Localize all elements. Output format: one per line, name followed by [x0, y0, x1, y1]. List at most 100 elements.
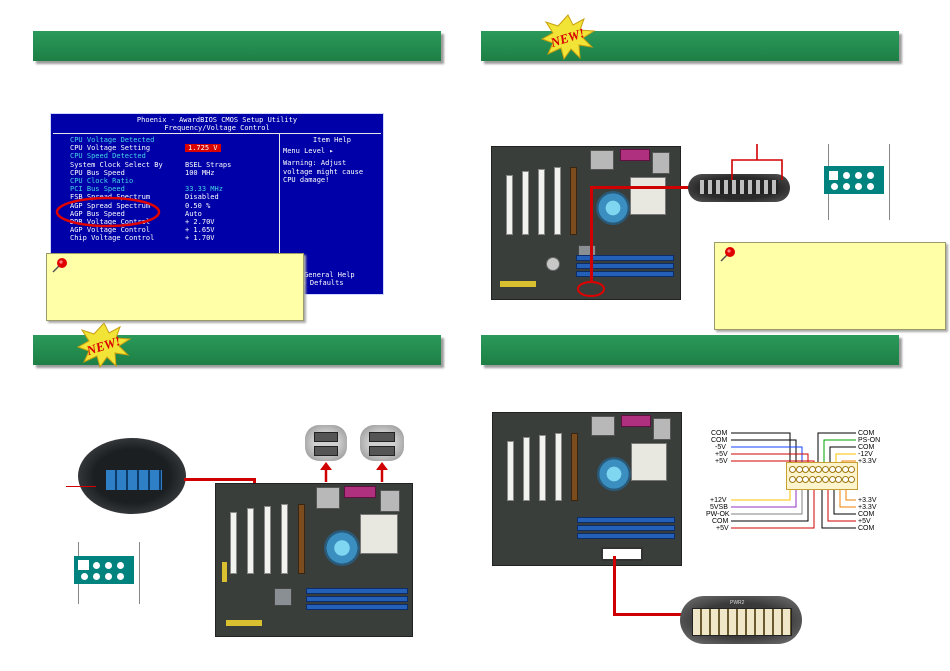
atx-pin	[841, 466, 849, 473]
atx-label: 5VSB	[710, 504, 728, 511]
pin-square	[829, 171, 838, 180]
atx-label: +5V	[858, 518, 871, 525]
bios-row-label: CPU Clock Ratio	[70, 177, 134, 186]
atx-label: +3.3V	[858, 458, 877, 465]
atx-pin	[835, 476, 843, 483]
bios-row-label: CPU Voltage Setting	[70, 144, 151, 153]
bios-row-label: CPU Voltage Detected	[70, 136, 155, 144]
atx-pin	[828, 466, 836, 473]
atx-pin	[822, 476, 829, 483]
bios-row-label: System Clock Select By	[70, 160, 163, 169]
atx-connector-label: PWR2	[730, 600, 745, 606]
bios-row-label: CPU Bus Speed	[70, 168, 125, 177]
bios-row[interactable]: PCI Bus Speed 33.33 MHz	[70, 185, 231, 193]
atx-label: -12V	[858, 451, 873, 458]
atx-pin	[808, 466, 816, 473]
pin	[81, 573, 88, 580]
bios-help-line: voltage might cause	[283, 167, 364, 176]
bios-row[interactable]: CPU Bus Speed 100 MHz	[70, 169, 231, 177]
usb-port-slot	[314, 446, 338, 456]
bios-help-panel: Item Help Menu Level ▸ Warning: Adjust v…	[283, 136, 381, 184]
usb-port-slot	[369, 432, 395, 442]
bios-help-title: Item Help	[313, 136, 351, 144]
atx-pin	[815, 466, 823, 473]
bios-row[interactable]: CPU Speed Detected	[70, 152, 231, 160]
atx-pinout-wires	[731, 432, 856, 529]
atx-label: COM	[858, 444, 875, 451]
atx-label: +12V	[710, 497, 727, 504]
bios-row[interactable]: AGP Voltage Control + 1.65V	[70, 226, 231, 234]
atx-pin	[808, 476, 816, 483]
bios-row[interactable]: CPU Clock Ratio	[70, 177, 231, 185]
pin	[93, 562, 100, 569]
pushpin-icon	[52, 258, 67, 273]
bios-footer-line: rbo Defaults	[293, 279, 344, 288]
bios-row-value: + 1.65V	[185, 226, 215, 235]
usb-header-zoom-pins	[106, 470, 162, 490]
atx-connector-body	[692, 608, 792, 636]
bios-row-label: Chip Voltage Control	[70, 234, 155, 243]
sticky-note-right	[714, 242, 946, 330]
callout-wire	[613, 556, 616, 616]
atx-label: COM	[858, 525, 875, 532]
atx-label: COM	[711, 430, 728, 437]
motherboard-image-bottom-left	[215, 483, 413, 637]
atx-pin	[795, 476, 803, 483]
bios-row[interactable]: Chip Voltage Control + 1.70V	[70, 234, 231, 242]
bios-help-line: Warning: Adjust	[283, 159, 347, 168]
bios-row-label: AGP Voltage Control	[70, 226, 151, 235]
bios-help-line: CPU damage!	[283, 175, 330, 184]
pin	[831, 183, 838, 190]
arrow-up-icon	[320, 462, 332, 482]
pin	[117, 573, 124, 580]
bios-row-value: 100 MHz	[185, 168, 215, 177]
motherboard-image-top	[491, 146, 681, 300]
atx-label: +3.3V	[858, 504, 877, 511]
pin	[843, 183, 850, 190]
atx-pin	[789, 476, 796, 483]
bios-row[interactable]: DDR Voltage Control + 2.70V	[70, 218, 231, 226]
atx-label: COM	[712, 518, 729, 525]
atx-label: PW-OK	[706, 511, 730, 518]
atx-label: -5V	[715, 444, 726, 451]
atx-label: +5V	[716, 525, 729, 532]
pin	[867, 183, 874, 190]
callout-wire	[184, 478, 256, 481]
atx-pin	[802, 476, 810, 483]
pin	[105, 562, 112, 569]
atx-label: +5V	[715, 458, 728, 465]
bios-row-value: Disabled	[185, 193, 219, 202]
callout-wire	[66, 486, 96, 487]
sticky-note-bios	[46, 253, 304, 321]
atx-pin	[795, 466, 803, 473]
callout-wire	[590, 186, 690, 189]
atx-pin	[848, 476, 856, 483]
header-highlight-circle	[577, 281, 605, 297]
bios-title: Phoenix - AwardBIOS CMOS Setup Utility	[136, 116, 298, 124]
usb-port-slot	[314, 432, 338, 442]
bios-row[interactable]: CPU Voltage Detected	[70, 136, 231, 144]
pin	[855, 183, 862, 190]
bios-row-value: 33.33 MHz	[185, 185, 223, 194]
pin	[855, 172, 862, 179]
bios-footer: t F1:General Help rbo Defaults	[283, 271, 381, 287]
bios-row-label: PCI Bus Speed	[70, 185, 125, 194]
callout-wire	[613, 613, 687, 616]
bios-row-label: DDR Voltage Control	[70, 218, 151, 227]
atx-label: +5V	[715, 451, 728, 458]
pin	[105, 573, 112, 580]
bios-row-value: + 2.70V	[185, 218, 215, 227]
bios-row-label: AGP Bus Speed	[70, 209, 125, 218]
bios-row-value: + 1.70V	[185, 234, 215, 243]
zoom-bracket	[731, 144, 783, 180]
section-header-bar-bottom-right	[481, 335, 899, 365]
atx-label: COM	[858, 430, 875, 437]
new-badge-top: NEW!	[540, 14, 596, 60]
pin	[117, 562, 124, 569]
atx-label: PS-ON	[858, 437, 881, 444]
atx-pin	[835, 466, 843, 473]
